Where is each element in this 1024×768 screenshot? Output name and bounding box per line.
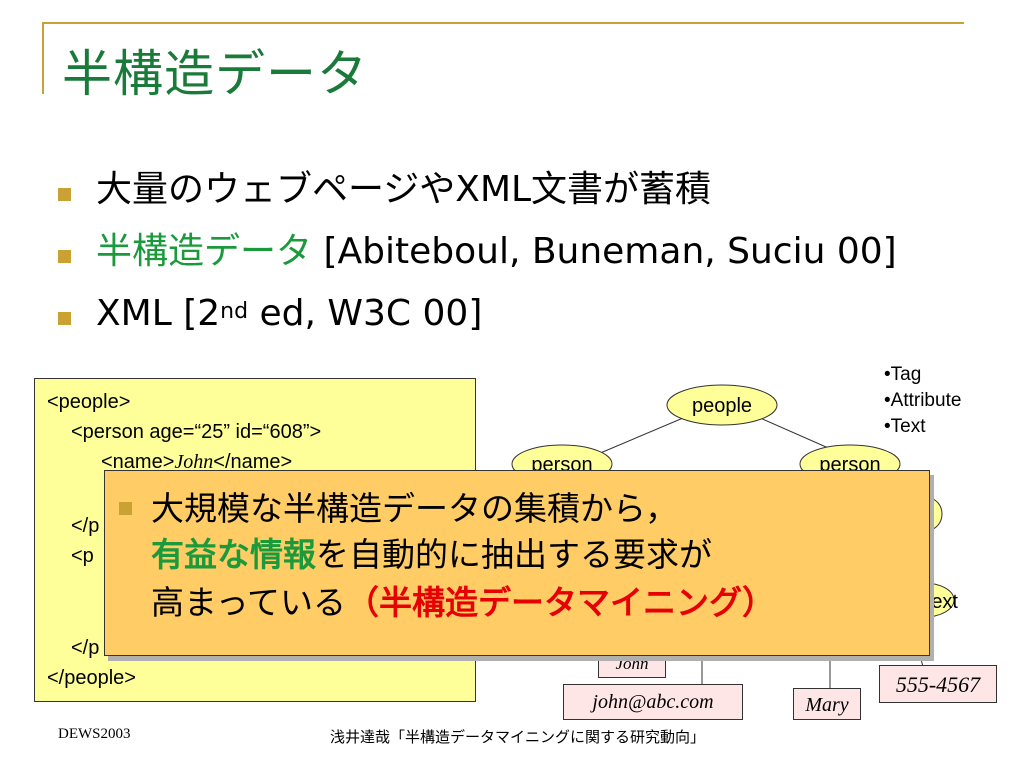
title-frame-top <box>42 22 964 24</box>
callout-box: 大規模な半構造データの集積から， 有益な情報を自動的に抽出する要求が 高まってい… <box>104 470 930 656</box>
callout-highlight-green: 有益な情報 <box>151 535 316 574</box>
tree-node-root-label: people <box>692 395 752 417</box>
xml-line-person-close-1: </p <box>71 515 100 537</box>
title-frame-left <box>42 22 44 94</box>
value-box-phone: 555-4567 <box>879 665 997 703</box>
xml-line-person-close-2: </p <box>71 637 100 659</box>
bullet-square-icon <box>119 502 132 515</box>
tree-node-root <box>666 384 778 426</box>
xml-line-person-open-2: <p <box>71 545 94 567</box>
bullet-square-icon <box>58 312 71 325</box>
value-box-john: John <box>598 652 666 678</box>
bullet-3-a: XML [2 <box>96 293 221 334</box>
bullet-square-icon <box>58 188 71 201</box>
tree-node-text-right-label: ext <box>931 591 958 613</box>
legend-item-text: •Text <box>884 416 926 437</box>
bullet-text-1: 大量のウェブページやXML文書が蓄積 <box>96 169 712 210</box>
bullet-text-3: XML [2nd ed, W3C 00] <box>96 292 482 336</box>
callout-line-3-black: 高まっている <box>151 583 347 622</box>
xml-line-people-close: </people> <box>47 667 136 689</box>
xml-line-person-open: <person age=“25” id=“608”> <box>71 421 322 443</box>
xml-line-people-open: <people> <box>47 391 131 413</box>
callout-line-1: 大規模な半構造データの集積から， <box>151 489 679 528</box>
bullet-2-highlight: 半構造データ <box>96 231 313 272</box>
value-box-email: john@abc.com <box>563 684 743 720</box>
bullet-2-rest: [Abiteboul, Buneman, Suciu 00] <box>312 231 897 272</box>
callout-highlight-red: （半構造データマイニング） <box>346 583 776 622</box>
callout-line-2: 有益な情報を自動的に抽出する要求が <box>151 533 712 577</box>
legend-item-attribute: •Attribute <box>884 390 962 411</box>
callout-line-3: 高まっている（半構造データマイニング） <box>151 581 775 625</box>
slide-title: 半構造データ <box>62 45 368 103</box>
legend-item-tag: •Tag <box>884 364 922 385</box>
node-type-legend: •Tag •Attribute •Text <box>884 362 961 440</box>
footer-author-title: 浅井達哉「半構造データマイニングに関する研究動向」 <box>330 728 706 746</box>
bullet-3-b: ed, W3C 00] <box>248 293 483 334</box>
bullet-3-sup: nd <box>220 299 249 324</box>
value-box-mary: Mary <box>793 688 861 720</box>
xml-line-name: <name>John</name> <box>101 451 293 473</box>
footer-conference: DEWS2003 <box>58 726 131 742</box>
bullet-square-icon <box>58 250 71 263</box>
callout-line-2-rest: を自動的に抽出する要求が <box>316 535 712 574</box>
bullet-text-2: 半構造データ [Abiteboul, Buneman, Suciu 00] <box>96 230 897 274</box>
